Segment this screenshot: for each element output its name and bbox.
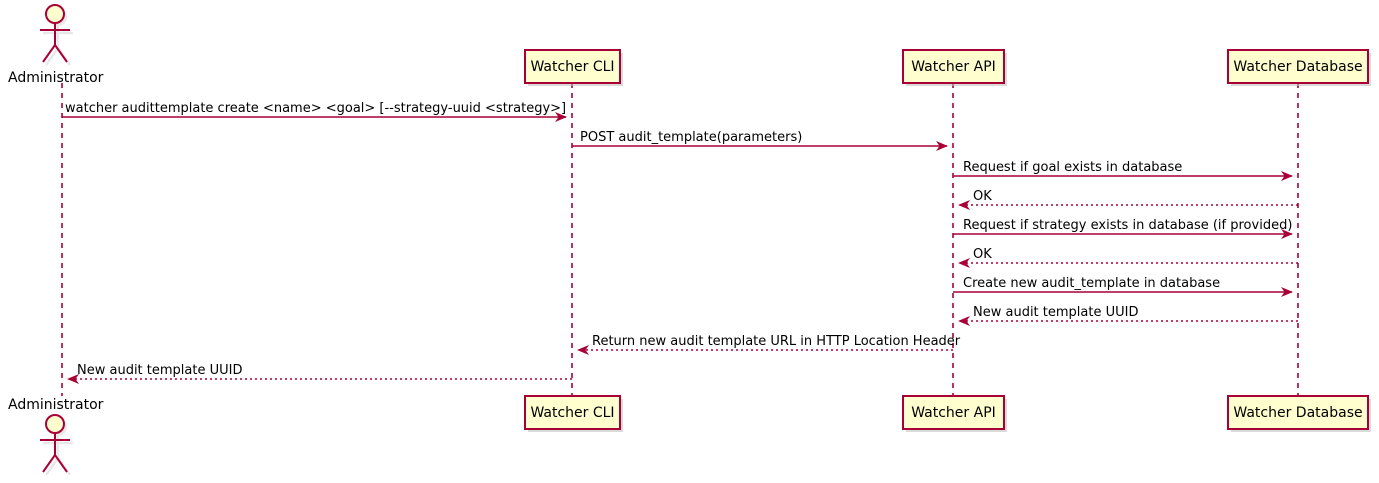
actor-leg-left (42, 454, 56, 473)
participant-label-watcher-database-top: Watcher Database (1233, 58, 1363, 75)
participant-box-watcher-cli-top[interactable] (524, 49, 621, 84)
actor-administrator-top (40, 4, 73, 66)
message-label-8: Return new audit template URL in HTTP Lo… (592, 334, 961, 349)
participant-box-watcher-database-bottom[interactable] (1227, 395, 1369, 430)
participant-boxes-bottom (524, 395, 1371, 432)
actor-leg-left (42, 44, 56, 63)
participant-box-watcher-api-top[interactable] (902, 49, 1005, 84)
participant-boxes-top (524, 49, 1371, 86)
actor-label-administrator-bottom: Administrator (8, 397, 104, 413)
lifelines (61, 83, 1299, 396)
actor-head-icon (45, 4, 65, 24)
participant-label-watcher-api-top: Watcher API (911, 58, 996, 75)
participant-label-watcher-cli-top: Watcher CLI (530, 58, 615, 75)
actor-label-administrator-top: Administrator (8, 70, 104, 86)
participant-box-watcher-cli-bottom[interactable] (524, 395, 621, 430)
participant-label-watcher-database-bottom: Watcher Database (1233, 404, 1363, 421)
message-label-9: New audit template UUID (77, 363, 243, 378)
message-label-7: New audit template UUID (973, 305, 1139, 320)
message-label-5: OK (973, 247, 992, 262)
message-label-4: Request if strategy exists in database (… (963, 218, 1293, 233)
actor-administrator-bottom (40, 414, 73, 476)
actor-leg-right (54, 454, 68, 473)
participant-label-watcher-api-bottom: Watcher API (911, 404, 996, 421)
message-label-0: watcher audittemplate create <name> <goa… (65, 101, 567, 116)
actor-head-icon (45, 414, 65, 434)
message-label-3: OK (973, 189, 992, 204)
message-arrows (62, 112, 1298, 384)
actor-leg-right (54, 44, 68, 63)
participant-box-watcher-api-bottom[interactable] (902, 395, 1005, 430)
participant-box-watcher-database-top[interactable] (1227, 49, 1369, 84)
message-label-1: POST audit_template(parameters) (580, 130, 803, 145)
message-label-6: Create new audit_template in database (963, 276, 1221, 291)
participant-label-watcher-cli-bottom: Watcher CLI (530, 404, 615, 421)
message-label-2: Request if goal exists in database (963, 160, 1183, 175)
